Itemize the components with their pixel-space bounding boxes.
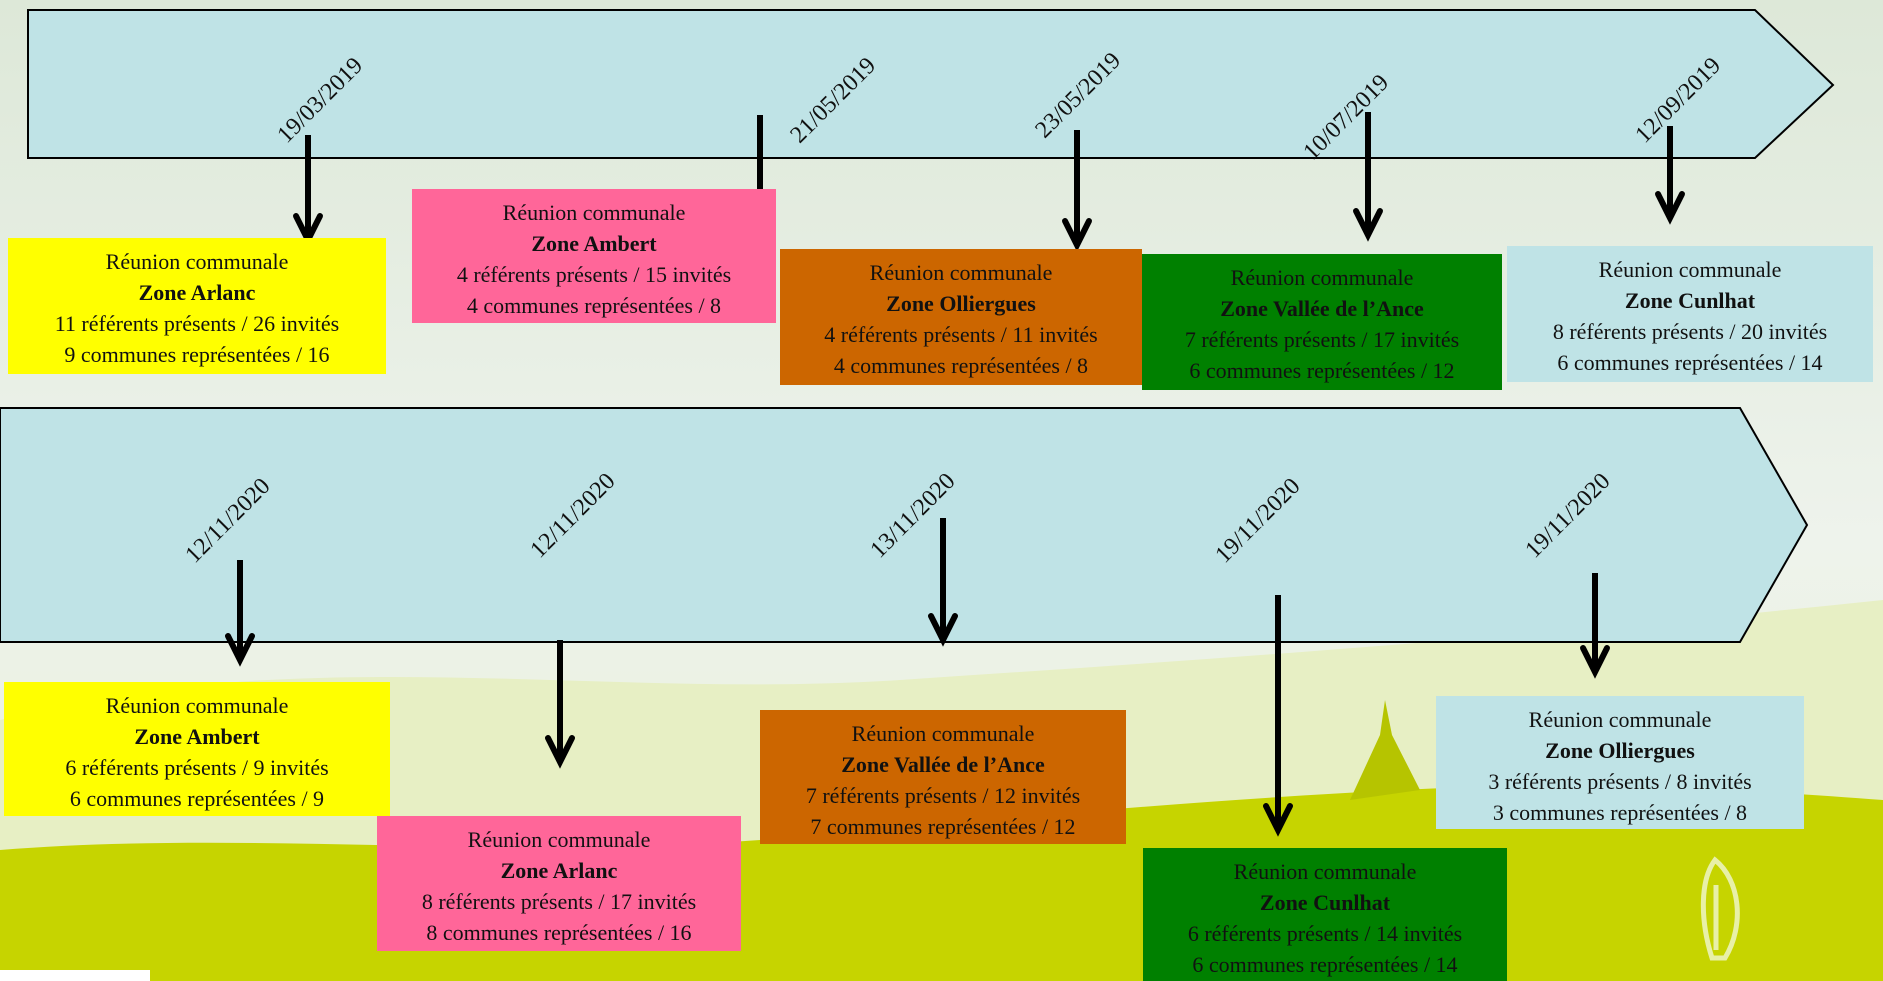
meeting-referents: 7 référents présents / 12 invités [805, 783, 1081, 808]
meeting-zone: Zone Vallée de l’Ance [841, 752, 1045, 777]
meeting-zone: Zone Arlanc [500, 858, 618, 883]
meeting-referents: 6 référents présents / 9 invités [65, 755, 329, 780]
peak [1350, 700, 1420, 800]
meeting-referents: 8 référents présents / 20 invités [1552, 319, 1828, 344]
event-arrow-2020-2 [545, 640, 575, 769]
meeting-communes: 6 communes représentées / 9 [69, 786, 325, 811]
white-corner [0, 970, 150, 981]
meeting-zone: Zone Vallée de l’Ance [1220, 296, 1424, 321]
meeting-zone: Zone Ambert [134, 724, 260, 749]
meeting-title: Réunion communale [105, 249, 289, 274]
meeting-referents: 3 référents présents / 8 invités [1488, 769, 1752, 794]
meeting-zone: Zone Cunlhat [1259, 890, 1391, 915]
meeting-referents: 4 référents présents / 11 invités [824, 322, 1098, 347]
event-arrow-2020-1 [225, 560, 255, 667]
meeting-referents: 7 référents présents / 17 invités [1184, 327, 1460, 352]
meeting-title: Réunion communale [105, 693, 289, 718]
event-arrow-2020-5 [1580, 573, 1610, 679]
timeline-band-2020 [0, 407, 1809, 643]
meeting-communes: 7 communes représentées / 12 [810, 814, 1076, 839]
meeting-communes: 6 communes représentées / 14 [1557, 350, 1823, 375]
leaf-logo-icon [1700, 856, 1740, 961]
meeting-communes: 6 communes représentées / 14 [1192, 952, 1458, 977]
meeting-referents: 4 référents présents / 15 invités [456, 262, 732, 287]
meeting-referents: 6 référents présents / 14 invités [1187, 921, 1463, 946]
meeting-zone: Zone Ambert [531, 231, 657, 256]
meeting-communes: 4 communes représentées / 8 [833, 353, 1089, 378]
meeting-zone: Zone Olliergues [1545, 738, 1695, 763]
meeting-referents: 8 référents présents / 17 invités [421, 889, 697, 914]
event-arrow-2019-5 [1655, 126, 1685, 225]
event-arrow-2019-3 [1062, 130, 1092, 252]
meeting-communes: 9 communes représentées / 16 [64, 342, 330, 367]
event-arrow-2019-4 [1353, 112, 1383, 242]
meeting-title: Réunion communale [1598, 257, 1782, 282]
event-arrow-2020-3 [928, 518, 958, 647]
meeting-communes: 8 communes représentées / 16 [426, 920, 692, 945]
meeting-zone: Zone Olliergues [886, 291, 1036, 316]
timeline-band-2019 [27, 9, 1835, 159]
meeting-title: Réunion communale [467, 827, 651, 852]
event-arrow-2020-4 [1263, 595, 1293, 837]
meeting-communes: 6 communes représentées / 12 [1189, 358, 1455, 383]
meeting-title: Réunion communale [869, 260, 1053, 285]
meeting-communes: 3 communes représentées / 8 [1492, 800, 1748, 825]
meeting-title: Réunion communale [851, 721, 1035, 746]
meeting-title: Réunion communale [1230, 265, 1414, 290]
meeting-title: Réunion communale [1233, 859, 1417, 884]
meeting-zone: Zone Arlanc [138, 280, 256, 305]
meeting-communes: 4 communes représentées / 8 [466, 293, 722, 318]
meeting-title: Réunion communale [502, 200, 686, 225]
meeting-zone: Zone Cunlhat [1624, 288, 1756, 313]
meeting-title: Réunion communale [1528, 707, 1712, 732]
meeting-referents: 11 référents présents / 26 invités [54, 311, 340, 336]
